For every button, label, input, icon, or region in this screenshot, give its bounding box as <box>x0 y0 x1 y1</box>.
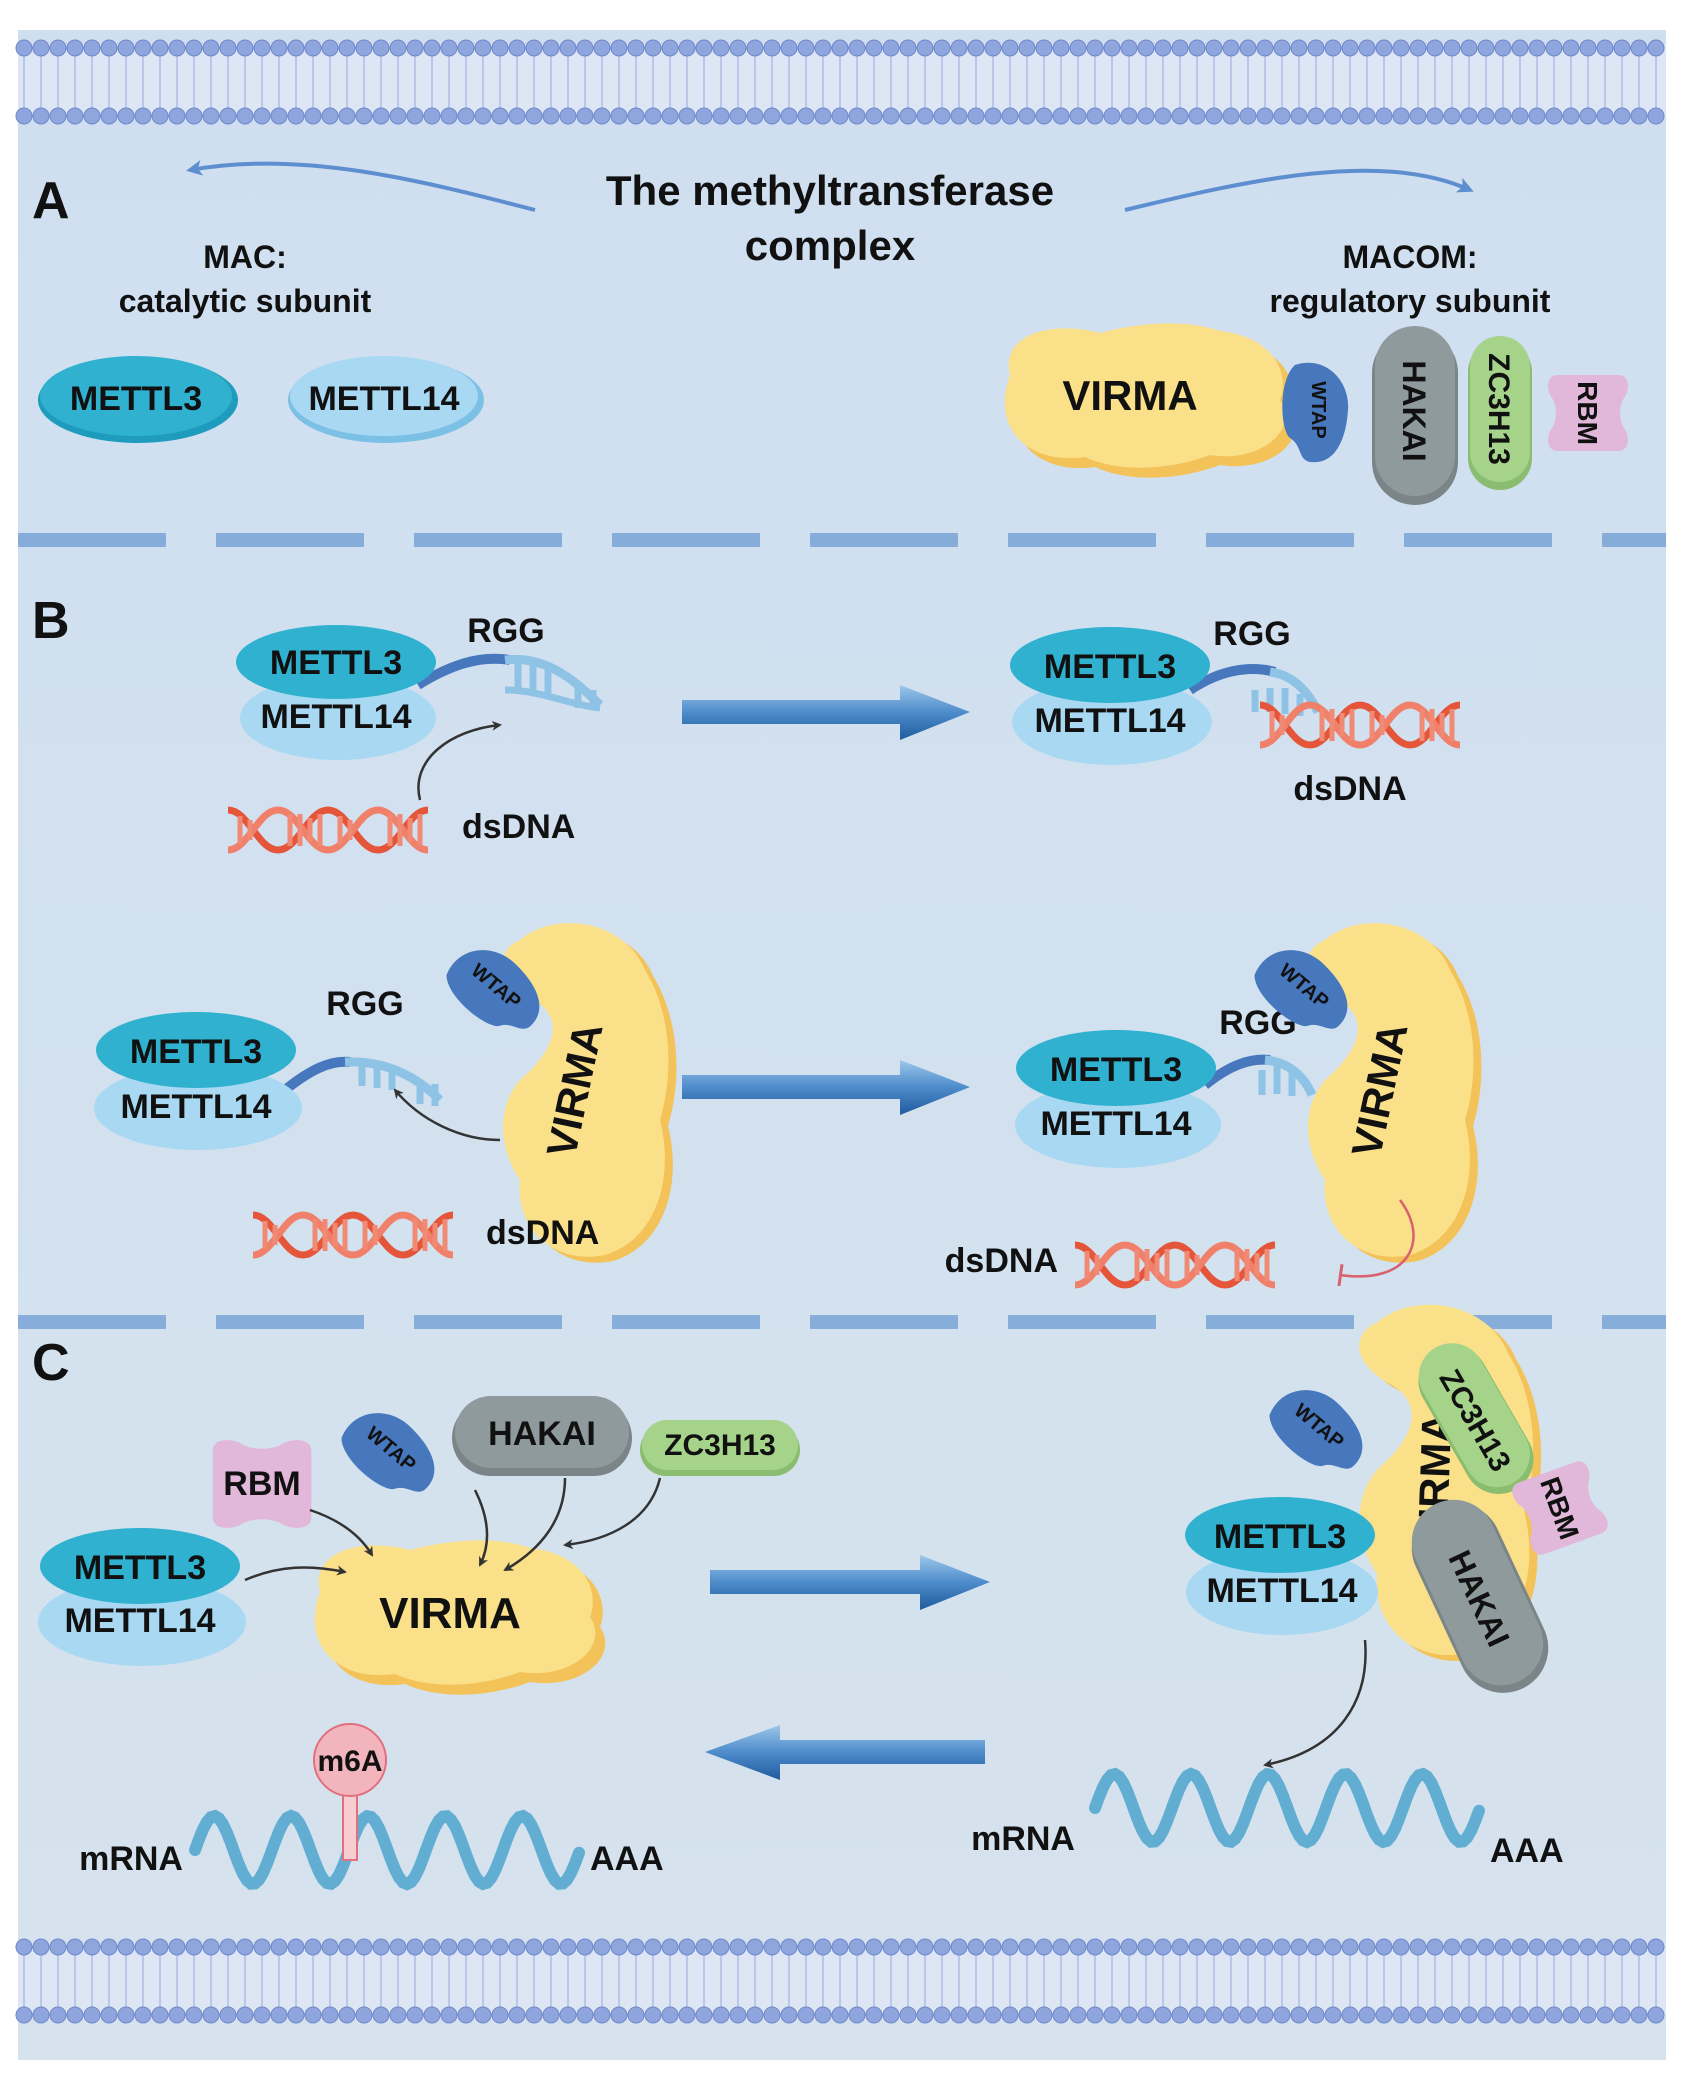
panel-label-c: C <box>32 1334 70 1392</box>
mac-complex-c-right: METTL3 METTL14 <box>1185 1497 1378 1635</box>
mettl14-label: METTL14 <box>260 698 411 736</box>
hakai-protein-c-right: HAKAI <box>1411 1499 1549 1693</box>
mettl3-label: METTL3 <box>1044 648 1176 686</box>
curved-arrow <box>417 720 502 801</box>
wtap-protein-c-right: WTAP <box>1259 1373 1379 1488</box>
mettl3-protein-a: METTL3 <box>38 356 238 443</box>
macom-heading: MACOM: <box>1342 239 1477 275</box>
rbm-protein-a: RBM <box>1548 375 1628 451</box>
mettl14-protein-a: METTL14 <box>288 356 484 443</box>
mettl3-label: METTL3 <box>130 1033 262 1071</box>
virma-label: VIRMA <box>1062 372 1197 419</box>
virma-protein-b2-right: VIRMA <box>1307 923 1482 1263</box>
rna-wave-right <box>1089 1767 1485 1849</box>
hakai-label: HAKAI <box>1396 360 1432 461</box>
mrna-label: mRNA <box>79 1840 183 1878</box>
curved-arrow-group <box>244 1477 662 1582</box>
m6a-pin: m6A <box>313 1723 387 1861</box>
panel-separator-top <box>18 533 1666 547</box>
dsdna-label: dsDNA <box>462 808 575 846</box>
curved-arrow <box>1263 1639 1367 1769</box>
rgg-label: RGG <box>326 985 403 1023</box>
wtap-protein-b2-right: WTAP <box>1244 933 1364 1048</box>
mettl14-label: METTL14 <box>1206 1572 1357 1610</box>
mettl14-label: METTL14 <box>120 1088 271 1126</box>
zc3h13-protein-a: ZC3H13 <box>1468 336 1532 490</box>
mac-heading: MAC: <box>203 239 287 275</box>
flow-arrow-b2 <box>682 1060 970 1115</box>
inhibition-arrow <box>1337 1199 1415 1287</box>
virma-label: VIRMA <box>379 1589 521 1638</box>
mettl14-label: METTL14 <box>1040 1105 1191 1143</box>
macom-subheading: regulatory subunit <box>1270 283 1551 319</box>
dsdna-label: dsDNA <box>486 1214 599 1252</box>
virma-protein-c-left: VIRMA <box>314 1540 606 1695</box>
hakai-label: HAKAI <box>488 1415 596 1453</box>
mettl3-label: METTL3 <box>70 380 202 418</box>
mac-subheading: catalytic subunit <box>119 283 372 319</box>
mettl3-label: METTL3 <box>270 644 402 682</box>
flow-arrow-b1 <box>682 685 970 740</box>
mettl14-label: METTL14 <box>308 380 459 418</box>
membrane-bottom <box>15 1938 1666 2024</box>
dsdna-label: dsDNA <box>945 1242 1058 1280</box>
aaa-label: AAA <box>590 1840 664 1878</box>
mrna-label: mRNA <box>971 1820 1075 1858</box>
complex-title-line1: The methyltransferase <box>606 167 1054 214</box>
rna-wave-left <box>189 1809 585 1891</box>
mac-complex-b1-right: METTL3 METTL14 RGG <box>1010 615 1323 765</box>
panel-label-b: B <box>32 592 70 650</box>
complex-title-line2: complex <box>745 222 916 269</box>
mettl3-label: METTL3 <box>74 1549 206 1587</box>
wtap-protein-c-left: WTAP <box>331 1396 451 1511</box>
rbm-label: RBM <box>223 1465 300 1503</box>
m6a-label: m6A <box>317 1745 382 1778</box>
virma-protein-b2-left: VIRMA <box>502 923 677 1263</box>
hakai-protein-a: HAKAI <box>1372 326 1458 505</box>
curved-arrow-to-mac <box>186 159 536 212</box>
curved-arrow-to-macom <box>1124 168 1474 212</box>
mac-complex-b2-right: METTL3 METTL14 RGG <box>1015 1004 1317 1168</box>
wtap-protein-b2-left: WTAP <box>436 933 556 1048</box>
rgg-label: RGG <box>1213 615 1290 653</box>
rbm-protein-c-right: RBM <box>1509 1458 1611 1558</box>
mac-complex-c-left: METTL3 METTL14 <box>38 1528 246 1666</box>
wtap-protein-a: WTAP <box>1282 362 1349 463</box>
zc3h13-protein-c-left: ZC3H13 <box>640 1420 800 1476</box>
panel-label-a: A <box>32 172 70 230</box>
mac-complex-b1-left: METTL3 METTL14 RGG <box>236 612 604 760</box>
aaa-label: AAA <box>1490 1832 1564 1870</box>
membrane-top <box>15 39 1666 125</box>
zc3h13-label: ZC3H13 <box>1482 353 1515 465</box>
zc3h13-label: ZC3H13 <box>664 1429 776 1462</box>
virma-protein-a: VIRMA <box>1004 323 1296 478</box>
flow-arrow-c-left <box>705 1725 985 1780</box>
rbm-protein-c-left: RBM <box>212 1440 312 1528</box>
hakai-protein-c-left: HAKAI <box>452 1396 632 1476</box>
dsdna-label: dsDNA <box>1293 770 1406 808</box>
mac-complex-b2-left: METTL3 METTL14 RGG <box>94 985 444 1150</box>
mettl3-label: METTL3 <box>1050 1051 1182 1089</box>
flow-arrow-c-right <box>710 1555 990 1610</box>
mettl3-label: METTL3 <box>1214 1518 1346 1556</box>
curved-arrow <box>393 1088 501 1142</box>
rgg-label: RGG <box>467 612 544 650</box>
rbm-label: RBM <box>1572 381 1603 445</box>
mettl14-label: METTL14 <box>64 1602 215 1640</box>
wtap-label: WTAP <box>1307 381 1329 438</box>
mettl14-label: METTL14 <box>1034 702 1185 740</box>
